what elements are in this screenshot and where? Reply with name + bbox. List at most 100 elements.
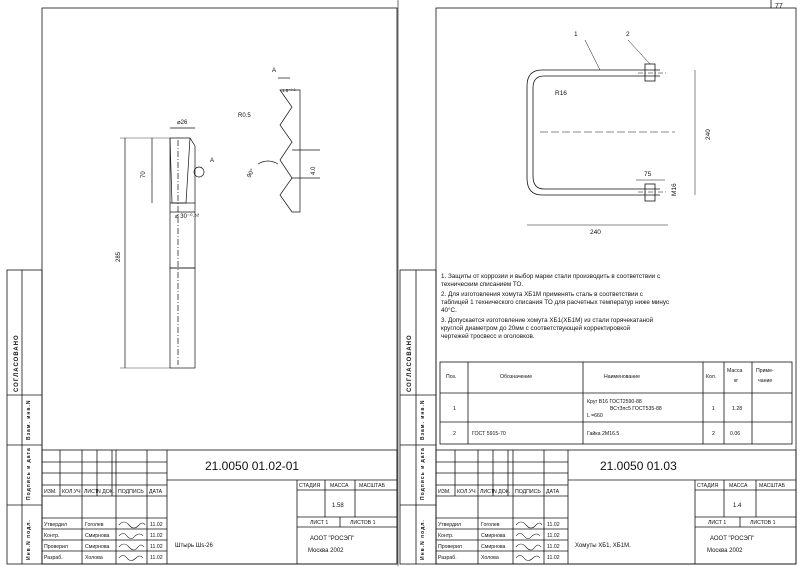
mass-value: 1.58 [332, 503, 344, 509]
note-line: чертежей тросвесс и оголовков. [441, 332, 535, 340]
note-line: таблицей 1 технического списания ТО для … [441, 298, 669, 306]
sign-date: 11.02 [547, 544, 560, 550]
sign-date: 11.02 [150, 544, 163, 550]
side-label-agreed: СОГЛАСОВАНО [407, 334, 413, 392]
section-label: A [272, 68, 276, 74]
table-cell: ГОСТ 5915-70 [472, 431, 506, 437]
stamp-label: ЛИСТ [84, 489, 99, 495]
dim-dia-30: ⌀ 30⁻⁰·⁵² [175, 213, 199, 220]
side-label-agreed: СОГЛАСОВАНО [14, 334, 20, 392]
table-cell: Гайка 2М16.5 [587, 430, 619, 437]
dim-len-70: 70 [141, 171, 147, 178]
part-name: Хомуты ХБ1, ХБ1М. [575, 543, 631, 549]
organization: АООТ "РОСЭП" [710, 536, 754, 542]
role-label: Утвердил [438, 522, 461, 528]
side-label-podp-data: Подпись и дата [420, 447, 426, 500]
side-label-inv-vz: Взам. инв.N [420, 400, 426, 440]
side-label-podp-data: Подпись и дата [26, 447, 32, 500]
stamp-label: ЛИСТ [480, 489, 495, 495]
table-header: Наименование [604, 374, 640, 380]
role-label: Контр. [438, 533, 453, 539]
sign-date: 11.02 [150, 522, 163, 528]
stamp-label: ДАТА [546, 489, 560, 495]
sign-date: 11.02 [547, 555, 560, 561]
stamp-label: СТАДИЯ [299, 483, 320, 489]
part-name: Штырь Шs-26 [175, 543, 214, 549]
side-label-inv-podl: Инв.N подл. [26, 519, 32, 560]
note-line: техническим списанием ТО. [441, 281, 523, 288]
stamp-label: ИЗМ. [44, 489, 57, 495]
person-name: Смирнова [85, 533, 110, 539]
dim-angle: 90° [247, 168, 257, 179]
sheet-label: ЛИСТ 1 [310, 520, 328, 526]
table-header: чание [758, 378, 772, 384]
table-header: Масса [727, 368, 742, 374]
stamp-label: ДАТА [149, 489, 163, 495]
dim-len-285: 285 [116, 251, 122, 262]
stamp-label: КОЛ.УЧ [62, 489, 81, 495]
dim-dia-top: ⌀26 [177, 120, 188, 126]
dim-height: 240 [705, 129, 712, 140]
stamp-label: КОЛ.УЧ [457, 489, 476, 495]
signature-marks [515, 521, 543, 561]
table-header: Поз. [446, 374, 456, 380]
mass-value: 1.4 [733, 503, 742, 509]
organization: АООТ "РОСЭП" [310, 536, 354, 542]
left-title-block: 21.0050 01.02-01 СТАДИЯ МАССА МАСШТАБ 1.… [44, 459, 386, 561]
pin-drawing [120, 77, 320, 369]
table-cell: Круг В16 ГОСТ2590-88 [587, 399, 642, 405]
stamp-label: СТАДИЯ [697, 483, 718, 489]
table-header: кг [734, 378, 738, 384]
city-year: Москва 2002 [308, 548, 344, 554]
stamp-label: N ДОК. [97, 489, 114, 495]
sheet-label: ЛИСТ 1 [708, 520, 726, 526]
side-label-inv-podl: Инв.N подл. [420, 519, 426, 560]
table-cell: 0.06 [730, 431, 740, 437]
person-name: Холова [481, 555, 499, 561]
role-label: Разраб. [438, 555, 457, 561]
stamp-label: ПОДПИСЬ [118, 489, 144, 495]
sign-date: 11.02 [150, 555, 163, 561]
table-header: Кол. [706, 374, 716, 380]
dim-radius: R0.5 [238, 113, 251, 119]
dim-thread: M16 [671, 183, 678, 196]
role-label: Утвердил [44, 522, 67, 528]
note-line: круглой диаметром до 20мм с соответствую… [441, 324, 631, 332]
parts-table: Поз. Обозначение Наименование Кол. Масса… [446, 368, 774, 437]
stamp-label: МАСШТАБ [359, 483, 386, 489]
person-name: Гоголев [481, 522, 500, 528]
clamp-drawing [526, 39, 696, 226]
sign-date: 11.02 [547, 522, 560, 528]
dim-thread-gap: 75 [644, 171, 652, 178]
sheets-label: ЛИСТОВ 1 [750, 520, 776, 526]
table-cell: 2 [712, 431, 715, 437]
callout-1: 1 [574, 31, 578, 38]
person-name: Смирнова [85, 544, 110, 550]
table-cell: L =660 [587, 413, 603, 419]
page-number: 77 [775, 3, 783, 10]
stamp-label: МАСШТАБ [759, 483, 786, 489]
table-cell: 1 [712, 406, 715, 412]
dim-radius-r16: R16 [555, 90, 567, 97]
stamp-label: МАССА [330, 483, 349, 489]
right-title-block: 21.0050 01.03 СТАДИЯ МАССА МАСШТАБ 1.4 Л… [438, 459, 786, 561]
view-label: A [210, 158, 214, 164]
note-line: 2. Для изготовления хомута ХБ1М применят… [441, 291, 643, 298]
sign-date: 11.02 [150, 533, 163, 539]
side-label-inv-vz: Взам. инв.N [26, 400, 32, 440]
part-number: 21.0050 01.02-01 [205, 459, 299, 473]
table-cell: 1.28 [732, 406, 742, 412]
technical-notes: 1. Защиты от коррозии и выбор марки стал… [441, 272, 669, 340]
table-header: Обозначение [500, 374, 532, 380]
note-line: 3. Допускается изготовление хомута ХБ1(Х… [441, 316, 654, 324]
table-cell: 2 [453, 431, 456, 437]
person-name: Смирнова [481, 533, 506, 539]
dim-width: 240 [590, 229, 601, 236]
role-label: Разраб. [44, 555, 63, 561]
table-header: Приме- [756, 368, 774, 374]
person-name: Гоголев [85, 522, 104, 528]
stamp-label: N ДОК. [493, 489, 510, 495]
city-year: Москва 2002 [707, 548, 743, 554]
role-label: Контр. [44, 533, 59, 539]
